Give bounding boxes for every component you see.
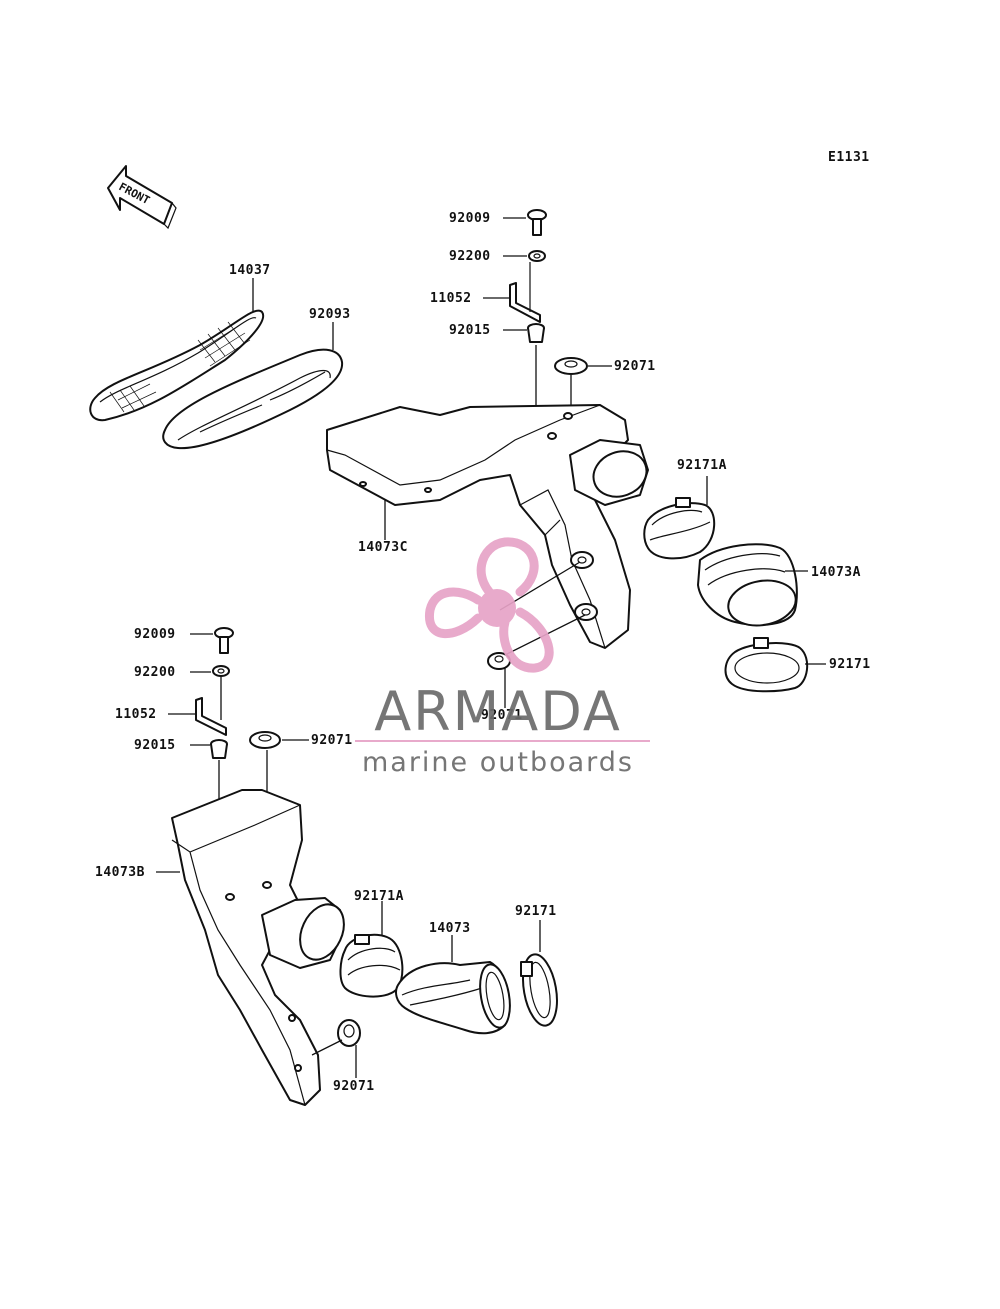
label-14073C: 14073C	[358, 540, 408, 555]
part-92015-collar-bot	[210, 739, 228, 759]
label-92171A-top: 92171A	[677, 458, 727, 473]
armada-watermark: ARMADA marine outboards	[355, 537, 650, 778]
label-92171-top: 92171	[829, 657, 871, 672]
part-14073A-duct	[697, 543, 798, 627]
label-92015-top: 92015	[449, 323, 491, 338]
part-92171-clamp-bot	[520, 953, 558, 1027]
part-92071-grommet-bot	[249, 731, 281, 749]
label-92093: 92093	[309, 307, 351, 322]
label-92200-bot: 92200	[134, 665, 176, 680]
label-14073B: 14073B	[95, 865, 145, 880]
label-14073: 14073	[429, 921, 471, 936]
part-92009-bolt-top	[527, 209, 547, 236]
part-92009-bolt-bot	[214, 627, 234, 654]
part-14073-duct	[395, 961, 511, 1035]
part-92171-clamp-top	[724, 637, 809, 693]
part-92071-grommet-top	[554, 357, 588, 375]
part-92093-seal	[162, 348, 344, 450]
part-92071-grommet-mid	[487, 652, 511, 670]
watermark-brand: ARMADA	[374, 680, 622, 743]
label-11052-bot: 11052	[115, 707, 157, 722]
part-92071-grommet-low	[337, 1019, 361, 1047]
label-14073A: 14073A	[811, 565, 861, 580]
label-92200-top: 92200	[449, 249, 491, 264]
part-14073B-duct	[171, 789, 345, 1106]
part-14037-screen	[89, 309, 265, 422]
part-92200-washer-top	[528, 250, 546, 262]
part-92015-collar-top	[527, 323, 545, 343]
label-92015-bot: 92015	[134, 738, 176, 753]
watermark-tagline: marine outboards	[362, 747, 634, 778]
propeller-logo-icon	[425, 537, 554, 673]
part-14073C-duct	[326, 404, 649, 649]
part-92171A-clamp-bot	[339, 933, 404, 998]
label-14037: 14037	[229, 263, 271, 278]
part-92200-washer-bot	[212, 665, 230, 677]
label-92071-top: 92071	[614, 359, 656, 374]
part-11052-bracket-top	[509, 262, 541, 323]
label-11052-top: 11052	[430, 291, 472, 306]
label-92071-mid: 92071	[481, 708, 523, 723]
front-arrow-icon: FRONT	[107, 165, 177, 230]
part-92171A-clamp-top	[643, 497, 716, 560]
label-92171A-bot: 92171A	[354, 889, 404, 904]
label-92009-bot: 92009	[134, 627, 176, 642]
label-92071-bot: 92071	[311, 733, 353, 748]
label-92171-bot: 92171	[515, 904, 557, 919]
label-92071-low: 92071	[333, 1079, 375, 1094]
diagram-code: E1131	[828, 150, 870, 165]
part-11052-bracket-bot	[195, 697, 227, 736]
label-92009-top: 92009	[449, 211, 491, 226]
